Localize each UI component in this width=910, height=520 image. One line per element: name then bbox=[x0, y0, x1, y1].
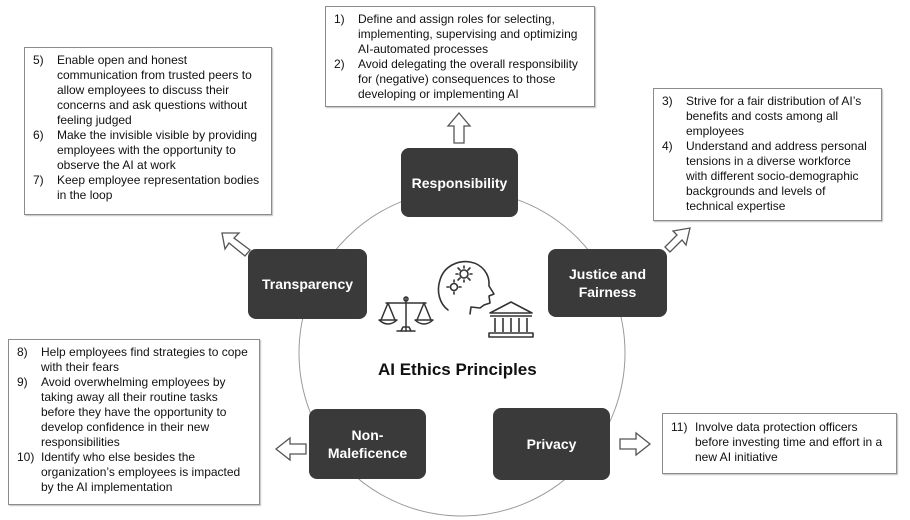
note-number: 3) bbox=[662, 94, 673, 108]
arrow-up-icon bbox=[446, 111, 472, 144]
note-item: 3) Strive for a fair distribution of AI’s… bbox=[662, 94, 875, 139]
diagram-title: AI Ethics Principles bbox=[378, 360, 537, 379]
note-item: 4) Understand and address personal tensio… bbox=[662, 139, 875, 214]
justice-fairness-notes: 3) Strive for a fair distribution of AI’s… bbox=[653, 88, 882, 221]
note-item: 10) Identify who else besides the organiz… bbox=[17, 450, 253, 495]
non-maleficence-label: Non-Maleficence bbox=[327, 427, 408, 461]
note-text: Keep employee representation bodies in t… bbox=[57, 173, 260, 202]
note-item: 5) Enable open and honest communication f… bbox=[33, 53, 265, 128]
note-number: 8) bbox=[17, 345, 28, 359]
note-text: Strive for a fair distribution of AI’s b… bbox=[686, 94, 862, 138]
note-item: 7) Keep employee representation bodies in… bbox=[33, 173, 265, 203]
note-text: Make the invisible visible by providing … bbox=[57, 128, 258, 172]
note-number: 2) bbox=[334, 57, 345, 71]
responsibility-notes: 1) Define and assign roles for selecting,… bbox=[325, 6, 595, 107]
privacy-notes: 11) Involve data protection officers befo… bbox=[662, 413, 897, 474]
note-text: Identify who else besides the organizati… bbox=[41, 450, 241, 494]
note-item: 9) Avoid overwhelming employees by taking… bbox=[17, 375, 253, 450]
justice-fairness-box: Justice and Fairness bbox=[548, 249, 667, 317]
note-text: Avoid delegating the overall responsibil… bbox=[358, 57, 578, 101]
note-text: Involve data protection officers before … bbox=[695, 420, 883, 464]
non-maleficence-notes: 8) Help employees find strategies to cope… bbox=[8, 339, 260, 505]
note-number: 5) bbox=[33, 53, 44, 67]
arrow-right-icon bbox=[619, 431, 652, 457]
transparency-notes: 5) Enable open and honest communication f… bbox=[24, 47, 272, 215]
note-number: 9) bbox=[17, 375, 28, 389]
responsibility-label: Responsibility bbox=[411, 174, 508, 191]
note-item: 8) Help employees find strategies to cope… bbox=[17, 345, 253, 375]
arrow-left-icon bbox=[274, 436, 307, 462]
note-text: Understand and address personal tensions… bbox=[686, 139, 867, 213]
note-text: Enable open and honest communication fro… bbox=[57, 53, 252, 127]
privacy-box: Privacy bbox=[493, 408, 610, 480]
non-maleficence-box: Non-Maleficence bbox=[309, 409, 426, 479]
privacy-label: Privacy bbox=[526, 436, 577, 452]
note-number: 6) bbox=[33, 128, 44, 142]
note-item: 1) Define and assign roles for selecting,… bbox=[334, 12, 588, 57]
note-text: Define and assign roles for selecting, i… bbox=[358, 12, 578, 56]
note-text: Help employees find strategies to cope w… bbox=[41, 345, 248, 374]
transparency-label: Transparency bbox=[261, 276, 354, 292]
arrow-up-left-icon bbox=[221, 232, 251, 257]
note-text: Avoid overwhelming employees by taking a… bbox=[41, 375, 227, 449]
responsibility-box: Responsibility bbox=[401, 148, 518, 217]
note-number: 11) bbox=[671, 420, 688, 434]
transparency-box: Transparency bbox=[248, 249, 367, 319]
brain-gears-icon bbox=[437, 260, 495, 315]
note-item: 11) Involve data protection officers befo… bbox=[671, 420, 890, 465]
note-item: 6) Make the invisible visible by providin… bbox=[33, 128, 265, 173]
justice-fairness-label: Justice and Fairness bbox=[568, 266, 647, 300]
scales-icon bbox=[378, 296, 434, 332]
courthouse-icon bbox=[488, 301, 534, 338]
note-number: 4) bbox=[662, 139, 673, 153]
note-number: 10) bbox=[17, 450, 35, 464]
arrow-up-right-icon bbox=[664, 227, 691, 253]
note-item: 2) Avoid delegating the overall responsib… bbox=[334, 57, 588, 102]
note-number: 7) bbox=[33, 173, 44, 187]
note-number: 1) bbox=[334, 12, 345, 26]
